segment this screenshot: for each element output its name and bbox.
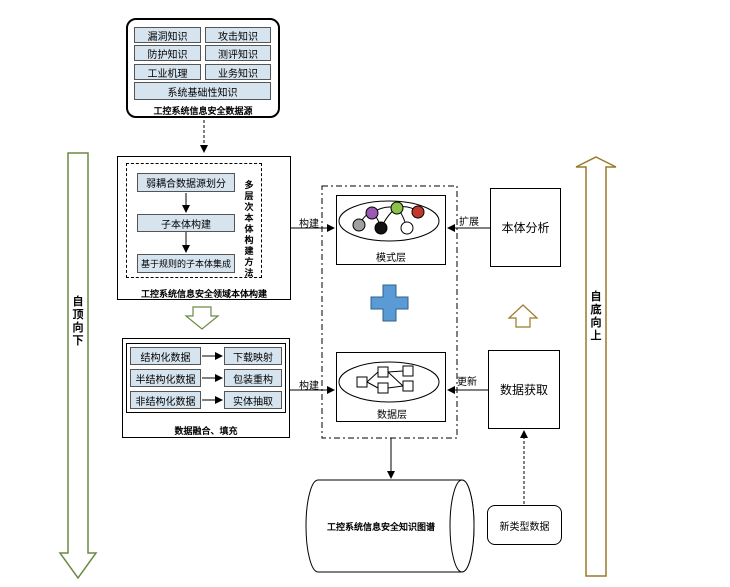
data-layer-box [336, 352, 446, 422]
schema-layer-box [336, 195, 446, 265]
ontology-step-sub: 子本体构建 [137, 214, 235, 232]
source-caption: 工控系统信息安全数据源 [153, 107, 253, 117]
bottom-up-arrow [575, 156, 617, 577]
edge-label-build-bottom: 构建 [299, 381, 319, 392]
ontology-step-integrate: 基于规则的子本体集成 [137, 254, 235, 273]
top-down-label: 自顶向下 [72, 295, 84, 347]
bottom-up-label: 自底向上 [590, 290, 602, 342]
fusion-wrap-rebuild: 包装重构 [224, 369, 282, 387]
fusion-entity-extract: 实体抽取 [224, 391, 282, 409]
ontology-caption: 工控系统信息安全领域本体构建 [140, 290, 267, 300]
ontology-inner-box [126, 163, 262, 278]
schema-layer-label: 模式层 [376, 253, 406, 264]
source-cell-attack: 攻击知识 [205, 27, 271, 43]
edge-label-expand: 扩展 [459, 217, 479, 228]
fusion-structured: 结构化数据 [130, 347, 201, 365]
schema-node [411, 205, 425, 219]
ontology-method-label: 多层次本体构建方法 [244, 181, 254, 279]
source-cell-base: 系统基础性知识 [134, 82, 271, 100]
new-data-box: 新类型数据 [487, 505, 562, 545]
ontology-step-partition: 弱耦合数据源划分 [137, 173, 235, 192]
ontology-box [117, 156, 291, 300]
fusion-caption: 数据融合、填充 [174, 427, 238, 437]
plus-shape [370, 284, 409, 322]
edge-label-update: 更新 [457, 377, 477, 388]
edge-label-build-top: 构建 [299, 219, 319, 230]
data-source-box [126, 18, 280, 118]
up-block-arrow [507, 304, 539, 328]
ontology-analysis-box: 本体分析 [490, 188, 561, 267]
fusion-download-mapping: 下载映射 [224, 347, 282, 365]
data-layer-graph [356, 365, 414, 394]
knowledge-graph-label: 工控系统信息安全知识图谱 [326, 523, 435, 533]
knowledge-graph-cylinder [305, 479, 475, 573]
schema-node [400, 221, 414, 235]
schema-node [390, 201, 404, 215]
top-down-arrow [58, 152, 98, 580]
ontology-analysis-label: 本体分析 [501, 221, 550, 235]
source-cell-industrial: 工业机理 [134, 64, 201, 80]
source-cell-eval: 测评知识 [205, 45, 271, 61]
data-acquire-box: 数据获取 [488, 350, 560, 429]
fusion-unstructured: 非结构化数据 [130, 391, 201, 409]
down-block-arrow [184, 306, 220, 330]
source-cell-vuln: 漏洞知识 [134, 27, 201, 43]
schema-node [352, 218, 366, 232]
schema-node [365, 206, 379, 220]
layer-container [321, 185, 458, 439]
schema-node [374, 221, 388, 235]
new-data-label: 新类型数据 [499, 521, 550, 533]
fusion-box [122, 338, 290, 438]
fusion-semistructured: 半结构化数据 [130, 369, 201, 387]
data-layer-label: 数据层 [377, 410, 407, 421]
schema-layer-graph [352, 201, 425, 235]
fusion-inner-box [126, 343, 286, 413]
data-acquire-label: 数据获取 [499, 383, 548, 397]
source-cell-business: 业务知识 [205, 64, 271, 80]
source-cell-defense: 防护知识 [134, 45, 201, 61]
